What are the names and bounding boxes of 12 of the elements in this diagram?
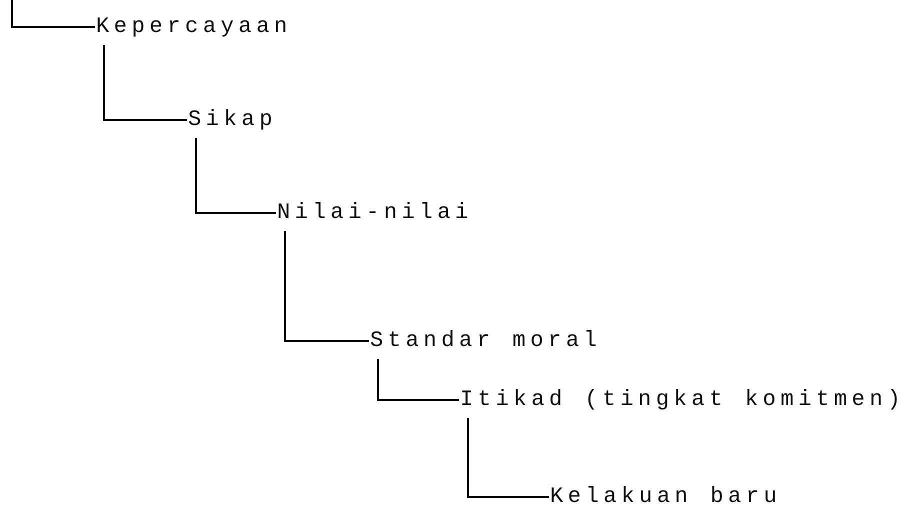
connector-line — [103, 45, 187, 121]
connector-line — [467, 418, 549, 498]
connector-line — [284, 231, 369, 342]
tree-label: Itikad (tingkat komitmen) — [460, 388, 906, 412]
tree-label: Nilai-nilai — [277, 200, 473, 226]
tree-label: Kelakuan baru — [550, 484, 782, 510]
connector-line — [11, 0, 95, 28]
tree-label: Kepercayaan — [96, 14, 292, 40]
tree-label: Standar moral — [370, 328, 602, 354]
connector-line — [377, 359, 459, 401]
connector-line — [195, 138, 276, 214]
tree-label: Sikap — [188, 108, 278, 132]
